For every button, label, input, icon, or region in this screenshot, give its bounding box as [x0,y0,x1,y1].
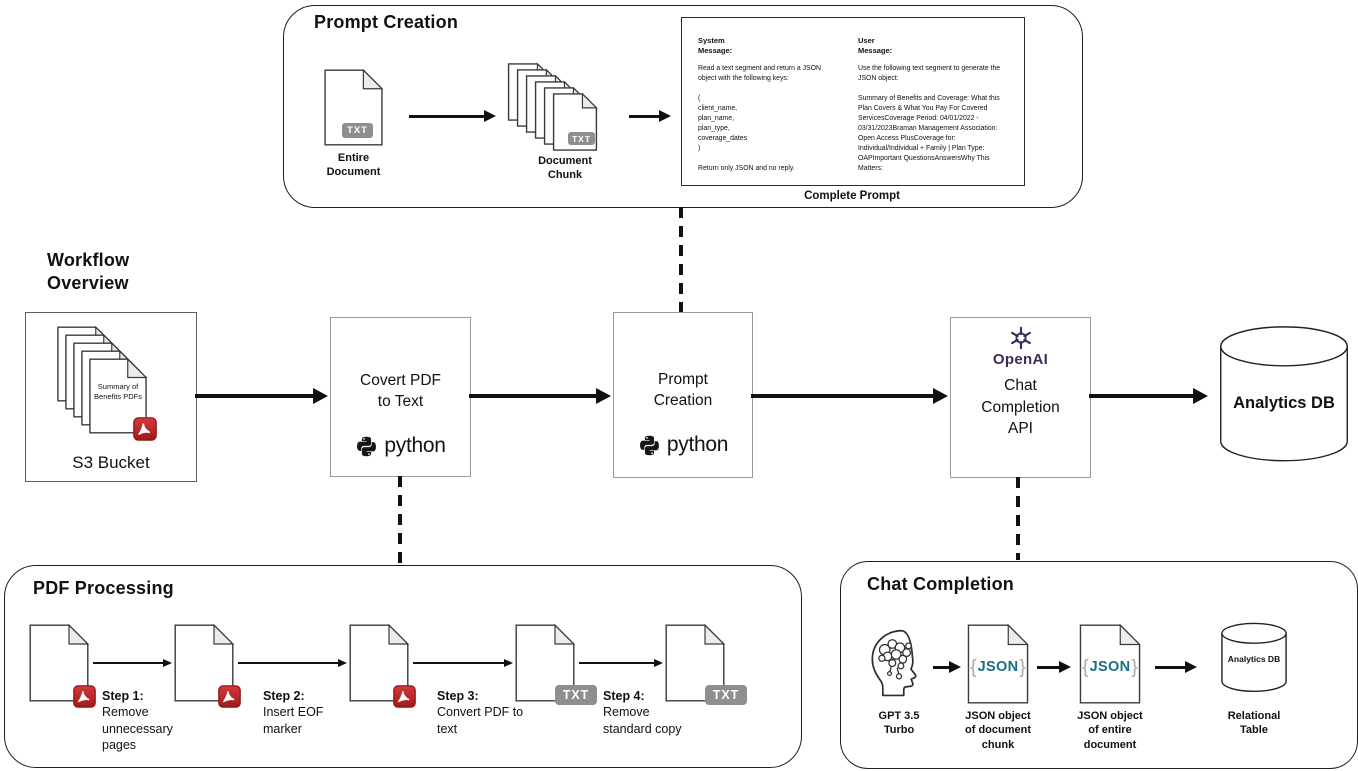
complete-prompt-box: System Message: Read a text segment and … [681,17,1025,186]
complete-prompt-caption: Complete Prompt [804,190,900,202]
arrow [93,662,163,664]
arrow [1037,666,1059,669]
prompt-creation-node-label: Prompt Creation [653,371,713,409]
txt-file-step4: TXT [515,624,597,705]
arrow [195,394,313,398]
arrow [629,115,659,118]
entire-document-icon: TXT [321,69,386,146]
arrow [1089,394,1193,398]
python-icon [355,435,378,458]
gpt-label: GPT 3.5 Turbo [878,710,920,737]
openai-wordmark: OpenAI [992,351,1049,368]
pdf-file-step1 [29,624,89,702]
json-glyph: {JSON} [970,657,1026,678]
json-chunk-label: JSON object of document chunk [965,710,1031,751]
document-chunk-icon: TXT [506,63,601,153]
python-icon [638,434,661,457]
pdf-processing-title: PDF Processing [33,578,174,598]
step-4-label: Step 4: Remove standard copy [603,689,682,736]
python-wordmark: python [384,434,446,457]
workflow-overview-title: Workflow Overview [47,250,130,294]
pdf-stack-icon: Summary of Benefits PDFs [53,326,153,436]
txt-file-final: TXT [665,624,747,705]
txt-badge: TXT [555,685,597,705]
dashed-connector [679,207,683,312]
front-chunk-page: TXT [551,93,599,151]
convert-pdf-label: Covert PDF to Text [360,372,441,410]
dashed-connector [398,476,402,565]
system-message-heading: System Message: [698,36,733,56]
arrow [469,394,596,398]
chat-completion-title: Chat Completion [867,574,1014,594]
arrow [413,662,504,664]
txt-badge: TXT [705,685,747,705]
json-document-label: JSON object of entire document [1077,710,1143,751]
analytics-db-small-label: Analytics DB [1227,654,1281,664]
python-brand: python [331,434,470,458]
entire-document-label: Entire Document [326,152,381,179]
user-message-heading: User Message: [858,36,893,56]
s3-bucket-label: S3 Bucket [72,453,150,472]
arrow [409,115,484,118]
relational-table-label: Relational Table [1227,710,1281,737]
openai-node-label: Chat Completion API [981,377,1060,438]
python-wordmark: python [666,433,729,456]
gpt-brain-head-icon [859,624,939,704]
s3-bucket-node: Summary of Benefits PDFs S3 Bucket [25,312,197,482]
arrow [933,666,949,669]
pdf-stack-text: Summary of Benefits PDFs [94,382,142,401]
openai-logo-icon [1008,325,1034,351]
arrow [579,662,654,664]
python-brand: python [614,433,752,457]
pdf-file-icon [73,685,96,708]
pdf-file-icon [393,685,416,708]
pdf-file-step3 [349,624,409,702]
step-1-label: Step 1: Remove unnecessary pages [102,689,173,752]
pdf-file-step2 [174,624,234,702]
pdf-file-icon [218,685,241,708]
user-message-body: Use the following text segment to genera… [858,65,1001,172]
chat-completion-section: Chat Completion GPT 3.5 Turbo {JSON} JSO… [840,561,1358,769]
json-glyph: {JSON} [1082,657,1138,678]
prompt-creation-title: Prompt Creation [314,12,459,32]
analytics-db-label: Analytics DB [1233,394,1335,412]
analytics-db-node: Analytics DB [1210,322,1358,468]
arrow [238,662,338,664]
arrow [1155,666,1185,669]
pdf-processing-section: PDF Processing TXT TXT [4,565,802,768]
step-2-label: Step 2: Insert EOF marker [263,689,324,736]
openai-node: OpenAI Chat Completion API [950,317,1091,478]
arrow [751,394,933,398]
json-document-file-icon: {JSON} [1079,624,1141,704]
system-message-body: Read a text segment and return a JSON ob… [698,65,821,172]
step-3-label: Step 3: Convert PDF to text [437,689,524,736]
convert-pdf-node: Covert PDF to Text python [330,317,471,477]
txt-badge: TXT [568,132,595,145]
prompt-creation-section: Prompt Creation TXT Entire Document TXT … [283,5,1083,208]
prompt-creation-node: Prompt Creation python [613,312,753,478]
relational-table-node: Analytics DB [1217,618,1291,698]
document-chunk-label: Document Chunk [538,155,592,182]
pdf-file-icon [133,417,157,441]
txt-badge: TXT [342,123,373,138]
front-pdf-page: Summary of Benefits PDFs [85,358,151,434]
json-chunk-file-icon: {JSON} [967,624,1029,704]
dashed-connector [1016,477,1020,560]
